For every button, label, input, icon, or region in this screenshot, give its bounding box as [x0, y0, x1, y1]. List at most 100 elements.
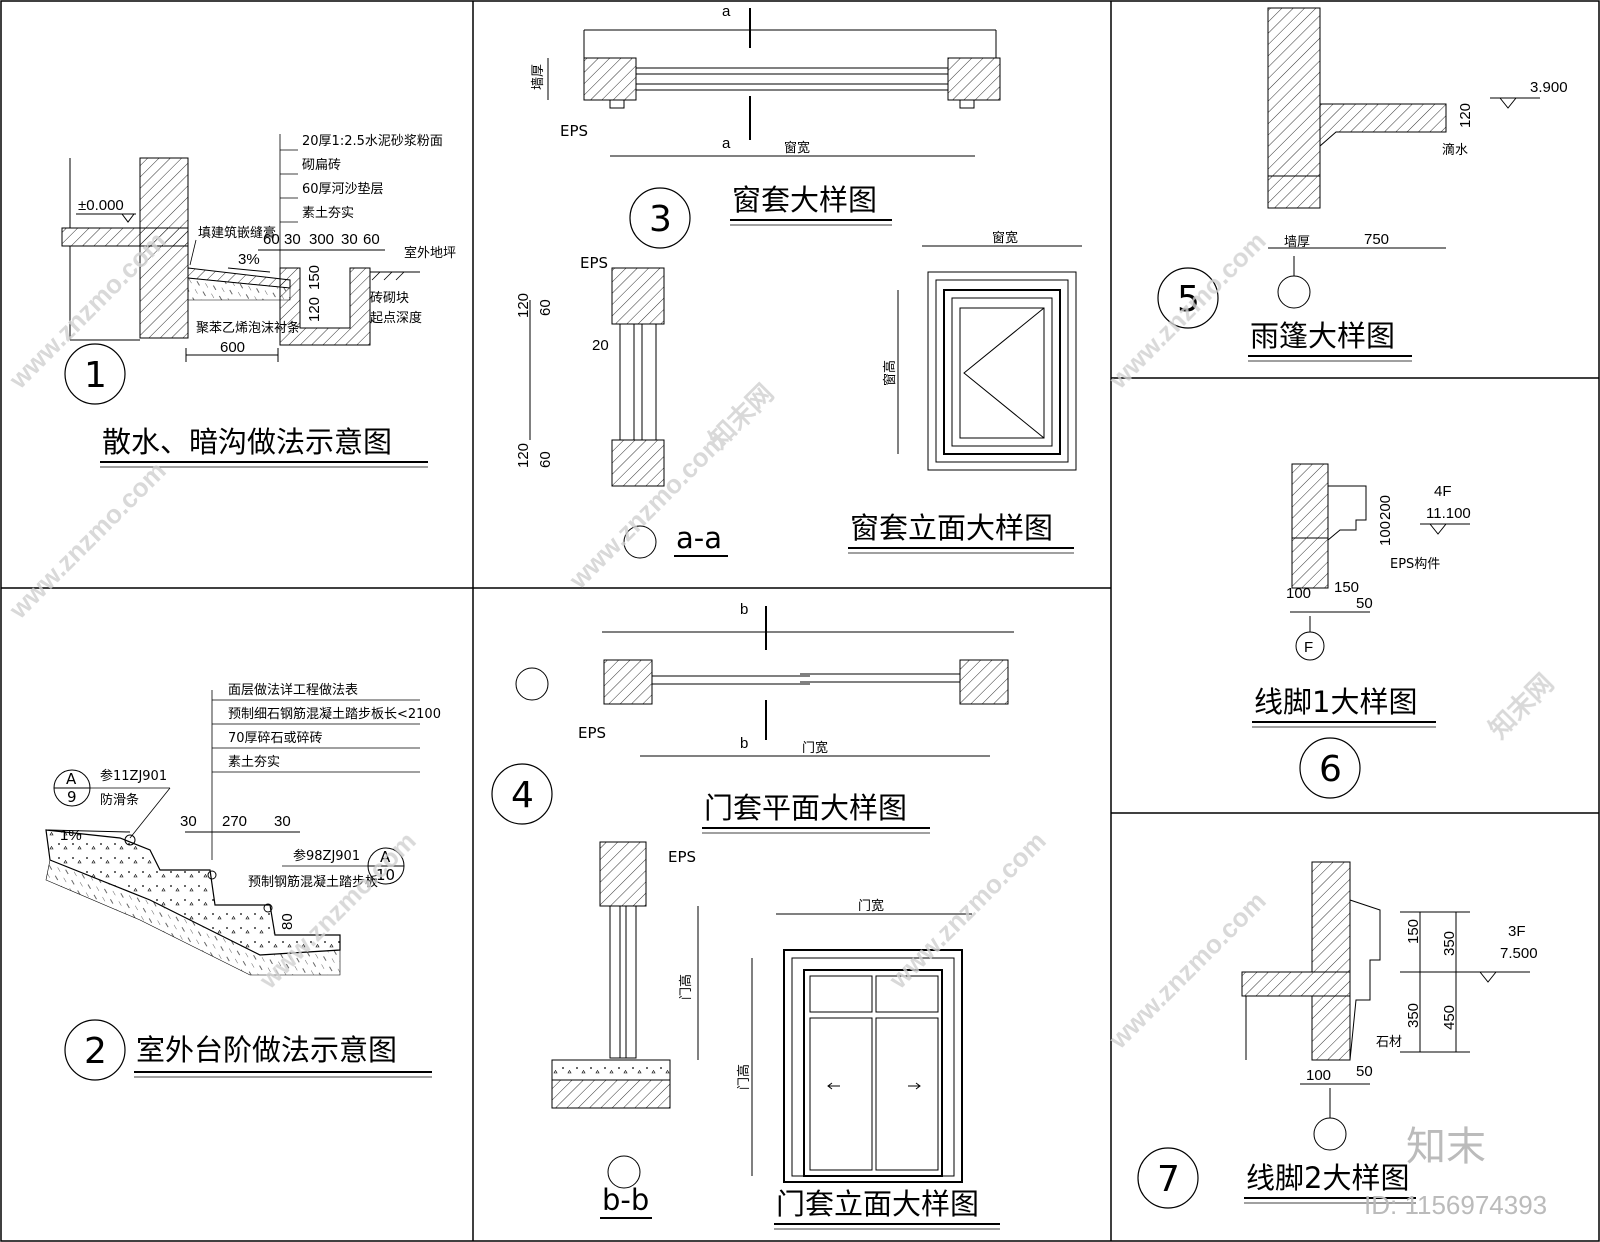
- axis-circle: [1313, 1117, 1347, 1151]
- c2-floor: 3F: [1508, 923, 1526, 940]
- win-elev-outer: [927, 271, 1077, 471]
- c2-profile: [1349, 899, 1381, 1061]
- c2-stone: 石材: [1376, 1035, 1402, 1050]
- ref2-letter: A: [380, 848, 391, 866]
- section-b-top: b: [740, 601, 748, 618]
- wall-thk: 墙厚: [531, 64, 546, 90]
- foam-note: 聚苯乙烯泡沫衬条: [196, 320, 300, 336]
- fill-note: 填建筑嵌缝膏: [198, 225, 276, 241]
- watermark-brand: 知末网: [703, 378, 779, 454]
- dim-600: 600: [220, 339, 245, 356]
- detail-number-circle: [64, 1019, 126, 1081]
- steps-earth: [45, 859, 341, 976]
- c1-level: 11.100: [1426, 505, 1471, 522]
- detail-number: 6: [1319, 749, 1342, 790]
- level-000: ±0.000: [78, 197, 124, 214]
- p2-layer-1: 面层做法详工程做法表: [228, 683, 358, 698]
- aa-eps: EPS: [580, 254, 608, 272]
- ref1-std: 参11ZJ901: [100, 768, 167, 784]
- detail-number-circle: [491, 763, 553, 825]
- detail-number: 3: [649, 199, 672, 240]
- p2-dim-30b: 30: [274, 813, 291, 830]
- window-jamb-right: [947, 57, 1001, 101]
- b-circle-top: [515, 667, 549, 701]
- dim-120: 120: [306, 297, 323, 322]
- detail-number: 2: [84, 1031, 107, 1072]
- p2-dim-80: 80: [279, 913, 296, 930]
- p1-layer-4: 素土夯实: [302, 206, 354, 221]
- dim-top-30a: 30: [284, 231, 301, 248]
- c1-d-150: 150: [1334, 579, 1359, 596]
- panel-title: 雨篷大样图: [1250, 319, 1395, 353]
- window-jamb-left: [583, 57, 637, 101]
- c2-slab: [1241, 971, 1351, 997]
- dim-top-30b: 30: [341, 231, 358, 248]
- c2-wall-bottom: [1311, 995, 1351, 1061]
- detail-number: 1: [84, 355, 107, 396]
- bb-wall-top: [599, 841, 647, 907]
- door-jamb-right: [959, 659, 1009, 705]
- panel-title: 线脚1大样图: [1254, 685, 1417, 719]
- door-eps: EPS: [578, 724, 606, 742]
- canopy-120: 120: [1457, 103, 1474, 128]
- aa-d-20: 20: [592, 337, 609, 354]
- panel-7-cornice-2: 150 350 450 350 3F 7.500 石材 100 50 7 线脚2…: [1137, 861, 1538, 1209]
- c1-floor: 4F: [1434, 483, 1452, 500]
- bb-height: 门高: [678, 974, 694, 1000]
- canopy-wall-thk: 墙厚: [1284, 235, 1310, 250]
- watermark-id: ID: 1156974393: [1364, 1190, 1547, 1220]
- axis-f: F: [1304, 639, 1313, 656]
- slope-3pct: 3%: [238, 251, 260, 268]
- detail-number-circle: [1157, 267, 1219, 329]
- p1-layer-3: 60厚河沙垫层: [302, 181, 384, 197]
- ref2-num: 10: [376, 866, 395, 884]
- c1-wall: [1291, 463, 1329, 589]
- c1-100: 100: [1377, 521, 1394, 546]
- aa-sec-title: a-a: [676, 521, 722, 555]
- panel-title: 窗套大样图: [732, 183, 877, 217]
- axis-f-circle: [1295, 631, 1325, 661]
- wall-section: [139, 157, 189, 339]
- detail-number: 4: [511, 775, 534, 816]
- width-label: 窗宽: [784, 140, 810, 156]
- bb-floor: [551, 1059, 671, 1081]
- door-elev-height: 门高: [736, 1064, 752, 1090]
- detail-number-circle: [64, 343, 126, 405]
- outdoor-label: 室外地坪: [404, 245, 456, 261]
- door-elev-outer: [783, 949, 963, 1183]
- c1-d-100a: 100: [1286, 585, 1311, 602]
- drip-label: 滴水: [1442, 142, 1468, 158]
- panel-6-cornice-1: 200 100 4F 11.100 EPS构件 100 150 50 F 线脚1…: [1252, 463, 1471, 799]
- ref2-std: 参98ZJ901: [293, 848, 360, 864]
- panel-2-outdoor-steps: 面层做法详工程做法表 预制细石钢筋混凝土踏步板长<2100 70厚碎石或碎砖 素…: [45, 683, 441, 1081]
- aa-d-60b: 60: [537, 451, 554, 468]
- p1-layer-2: 砌扁砖: [302, 158, 341, 173]
- canopy-level: 3.900: [1530, 79, 1568, 96]
- panel-title: 散水、暗沟做法示意图: [102, 425, 392, 459]
- elev-title: 窗套立面大样图: [850, 511, 1053, 545]
- p2-layer-2: 预制细石钢筋混凝土踏步板长<2100: [228, 706, 441, 722]
- watermark-url: www.znzmo.com: [1102, 226, 1271, 395]
- panel-title: 室外台阶做法示意图: [136, 1033, 397, 1067]
- panel-title: 门套平面大样图: [704, 791, 907, 825]
- section-a-bottom: a: [722, 135, 731, 152]
- detail-number-circle: [1299, 737, 1361, 799]
- panel-1-paving-drain: ±0.000 60 30 300 30 60 150 120 3% 20厚1:2…: [61, 134, 456, 468]
- c1-eps-profile: [1327, 485, 1367, 541]
- dim-top-60a: 60: [263, 231, 280, 248]
- detail-number-circle: [629, 187, 691, 249]
- ref1-letter: A: [66, 770, 77, 788]
- panel-4-door-trim: b b EPS 门宽 4 门套平面大样图 EPS 门高 b-b: [491, 601, 1014, 1230]
- ref1-num: 9: [67, 788, 77, 806]
- section-a-top: a: [722, 3, 731, 20]
- p2-layer-4: 素土夯实: [228, 755, 280, 770]
- detail-number-circle: [1137, 1147, 1199, 1209]
- watermark-logo: 知末: [1406, 1124, 1486, 1170]
- c1-eps-note: EPS构件: [1390, 557, 1440, 572]
- eps-label: EPS: [560, 122, 588, 140]
- elev-width: 窗宽: [992, 230, 1018, 246]
- c1-200: 200: [1377, 495, 1394, 520]
- casement-swing: [963, 307, 1045, 439]
